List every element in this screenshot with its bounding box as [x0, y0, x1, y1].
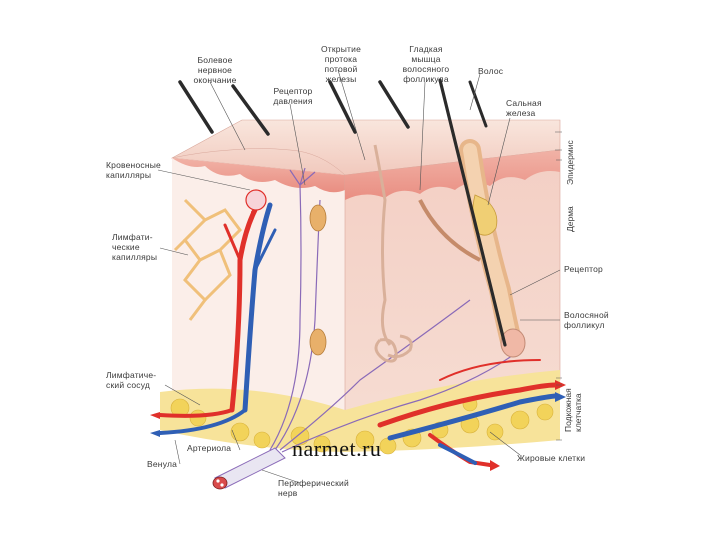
label-epidermis: Эпидермис [565, 140, 575, 185]
label-venule: Венула [147, 459, 177, 469]
label-nerve-endings: Болевое нервное окончание [180, 55, 250, 85]
label-sebaceous-duct: Открытие протока потовой железы [306, 44, 376, 84]
label-hair: Волос [478, 66, 503, 76]
label-smooth-muscle: Гладкая мышца волосяного фолликула [390, 44, 462, 84]
label-receptor: Рецептор [564, 264, 603, 274]
label-lymph-vessel: Лимфатиче- ский сосуд [106, 370, 156, 390]
label-dermis: Дерма [565, 206, 575, 232]
label-hypodermis: Подкожная клетчатка [563, 388, 583, 432]
label-capillaries: Кровеносные капилляры [106, 160, 161, 180]
label-lymph-capillaries: Лимфати- ческие капилляры [112, 232, 157, 262]
label-hair-follicle: Волосяной фолликул [564, 310, 609, 330]
watermark: narmet.ru [292, 436, 381, 462]
label-pressure-receptor: Рецептор давления [262, 86, 324, 106]
label-peripheral-nerve: Периферический нерв [278, 478, 349, 498]
label-sweat-gland: Сальная железа [506, 98, 542, 118]
label-arteriole: Артериола [187, 443, 231, 453]
label-fat-cells: Жировые клетки [517, 453, 585, 463]
peripheral-nerve-bundle [213, 448, 285, 489]
